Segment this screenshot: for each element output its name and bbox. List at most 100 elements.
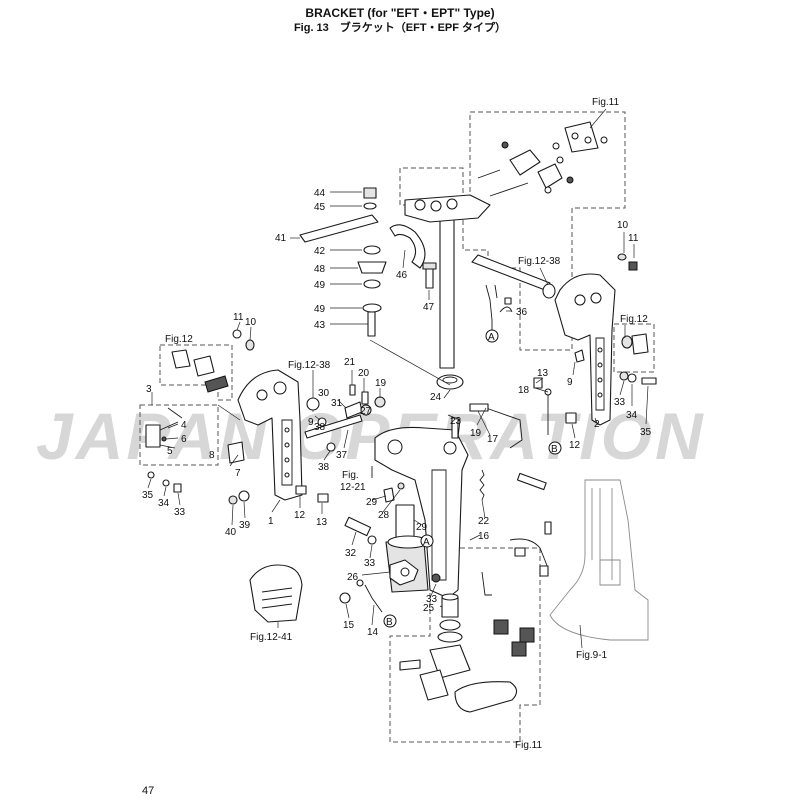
- part-label: 9: [567, 377, 573, 388]
- part-label: 34: [158, 498, 170, 509]
- part-label: 47: [423, 302, 435, 313]
- fig-ref-fig12-left: Fig.12: [165, 334, 193, 345]
- part-label: 14: [367, 627, 379, 638]
- part-label: 27: [360, 406, 372, 417]
- marker-A-unit: A: [423, 537, 430, 548]
- part-label: 17: [487, 434, 499, 445]
- part-label: 10: [245, 317, 257, 328]
- part-label: 13: [537, 368, 549, 379]
- part-label: 35: [640, 427, 652, 438]
- part-label: Fig.: [342, 470, 359, 481]
- part-label: 39: [239, 520, 251, 531]
- fig-ref-fig11-top: Fig.11: [592, 97, 619, 108]
- steering-bracket-top: [404, 194, 491, 223]
- part-label: 10: [617, 220, 629, 231]
- part-label: 12-21: [340, 482, 366, 493]
- mount-cover: [454, 681, 518, 713]
- part-label: 19: [470, 428, 482, 439]
- part-label: 35: [142, 490, 154, 501]
- fig-ref-fig12-38-right: Fig.12-38: [518, 256, 561, 267]
- part-label: 11: [628, 233, 639, 244]
- marker-A-wire: A: [488, 332, 495, 343]
- part-label: 41: [275, 233, 287, 244]
- part-label: 33: [174, 507, 186, 518]
- part-label: 24: [430, 392, 442, 403]
- fig-ref-fig9-1: Fig.9-1: [576, 650, 608, 661]
- part-label: 7: [235, 468, 241, 479]
- page-subtitle: Fig. 13 ブラケット（EFT・EPF タイプ）: [293, 22, 507, 34]
- group-box-fig12-right: [613, 323, 655, 373]
- part-label: 49: [314, 280, 326, 291]
- figure-references: Fig.11 Fig.11 Fig.12 Fig.12 Fig.12-38 Fi…: [165, 97, 648, 751]
- part-label: 37: [336, 450, 348, 461]
- part-label: 2: [594, 419, 600, 430]
- part-label: 38: [314, 422, 326, 433]
- part-label: 33: [614, 397, 626, 408]
- part-label: 12: [294, 510, 306, 521]
- manual-lever-41: [299, 214, 379, 243]
- part-label: 32: [345, 548, 357, 559]
- marker-B-wire: B: [551, 444, 558, 455]
- part-label: 29: [416, 522, 428, 533]
- part-label: 26: [347, 572, 359, 583]
- lower-mount-parts: [399, 521, 552, 713]
- power-tilt-unit: [344, 466, 441, 593]
- part-label: 30: [318, 388, 330, 399]
- part-label: 28: [378, 510, 390, 521]
- part-label: 16: [478, 531, 490, 542]
- part-label: 22: [478, 516, 490, 527]
- fig-ref-fig11-bottom: Fig.11: [515, 740, 542, 751]
- part-label: 44: [314, 188, 326, 199]
- part-label: 15: [343, 620, 355, 631]
- part-label: 1: [268, 516, 274, 527]
- part-label: 49: [314, 304, 326, 315]
- part-label: 9: [308, 417, 314, 428]
- part-label: 29: [366, 497, 378, 508]
- right-clamp-bracket: [554, 273, 616, 426]
- part-label: 11: [233, 312, 244, 323]
- part-label: 12: [569, 440, 581, 451]
- clip-46: [389, 224, 426, 269]
- part-label: 31: [331, 398, 343, 409]
- fig-ref-fig12-41: Fig.12-41: [250, 632, 293, 643]
- page-title: BRACKET (for "EFT・EPT" Type): [305, 6, 495, 20]
- trim-sender-parts: [339, 469, 547, 613]
- tilt-pin-31: [304, 414, 363, 439]
- marker-B-unit: B: [386, 617, 393, 628]
- part-label: 13: [316, 517, 328, 528]
- part-label: 18: [518, 385, 530, 396]
- wire-36: [485, 284, 513, 330]
- fig-ref-fig12-38-left: Fig.12-38: [288, 360, 331, 371]
- reference-markers: A B A B: [383, 329, 562, 628]
- part-label: 4: [181, 420, 187, 431]
- part-label: 33: [426, 594, 438, 605]
- part-label: 20: [358, 368, 370, 379]
- part-label: 21: [344, 357, 356, 368]
- tilt-handle: [249, 564, 303, 623]
- part-label: 46: [396, 270, 408, 281]
- part-label: 38: [318, 462, 330, 473]
- part-labels: 44 45 41 42 48 49 49 43 46 47 36 24 10 1…: [142, 188, 652, 638]
- part-label: 40: [225, 527, 237, 538]
- part-label: 3: [146, 384, 152, 395]
- part-label: 42: [314, 246, 326, 257]
- part-label: 5: [167, 446, 173, 457]
- part-label: 33: [364, 558, 376, 569]
- part-label: 48: [314, 264, 326, 275]
- part-label: 25: [423, 603, 435, 614]
- group-box-fig12-left: [159, 344, 233, 401]
- left-clamp-bracket: [227, 369, 303, 501]
- part-label: 45: [314, 202, 326, 213]
- part-label: 23: [450, 416, 462, 427]
- part-label: 6: [181, 434, 187, 445]
- ghost-outboard-shape: [549, 479, 649, 641]
- page-number: 47: [142, 785, 155, 797]
- tilt-tube-right: [471, 254, 551, 291]
- part-label: 8: [209, 450, 215, 461]
- part-label: 19: [375, 378, 387, 389]
- steering-arm-assembly: [404, 121, 608, 369]
- leader-lines: [147, 108, 649, 649]
- part-label: 43: [314, 320, 326, 331]
